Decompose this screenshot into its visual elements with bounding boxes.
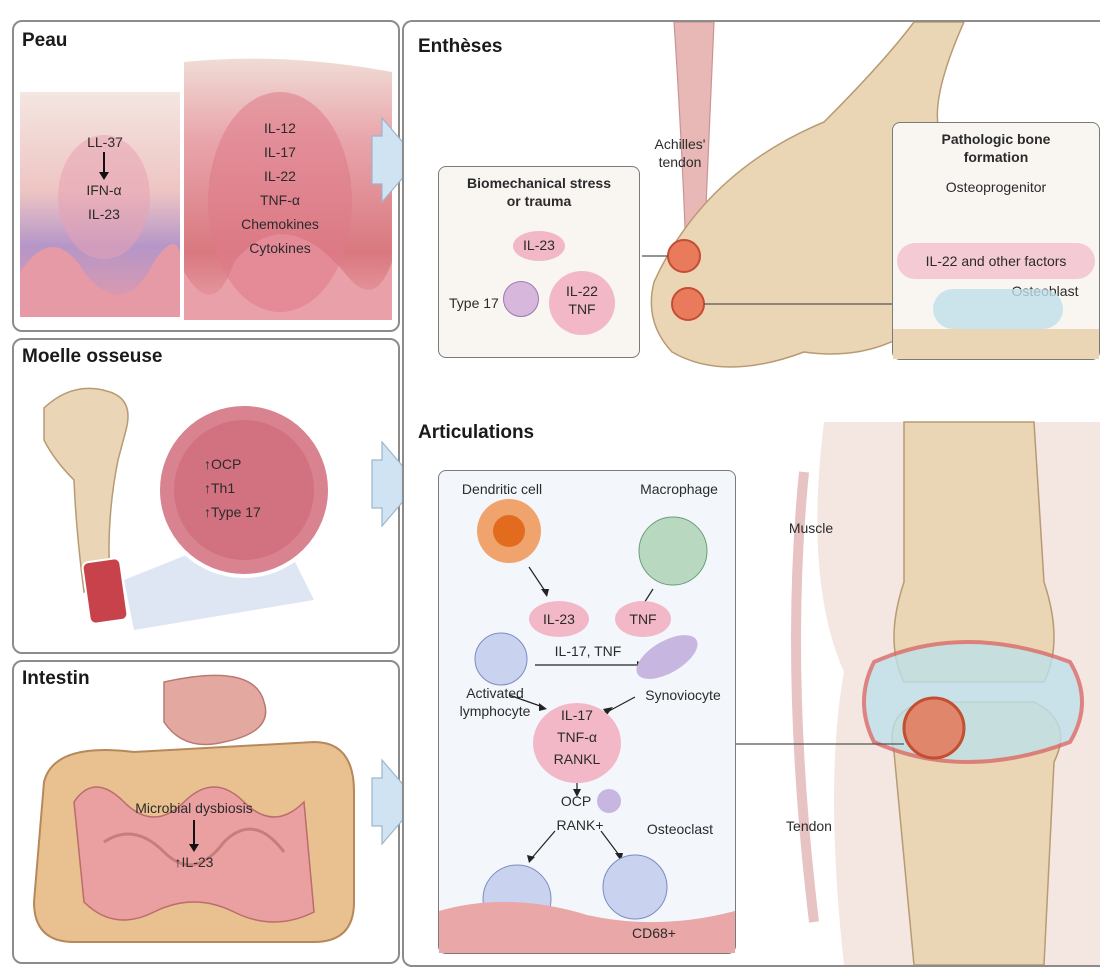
art-il17tnf: IL-17, TNF [543,643,633,661]
achilles-label: Achilles' tendon [640,136,720,171]
art-synoviocyte: Synoviocyte [633,687,733,705]
moelle-label-ocp: ↑OCP [204,456,294,474]
stress-il22tnf: IL-22 TNF [549,283,615,318]
entheses-title: Enthèses [418,36,502,58]
bone-formation-box: Pathologic bone formation Osteoprogenito… [892,122,1100,360]
peau-label-il23: IL-23 [78,206,130,224]
peau-label-il12: IL-12 [230,120,330,138]
panel-right: Enthèses Achilles' tendon Biomechanical … [402,20,1100,967]
articulations-box: Dendritic cell Macrophage IL-23 TNF IL-1… [438,470,736,954]
peau-label-tnfa: TNF-α [230,192,330,210]
peau-label-il22: IL-22 [230,168,330,186]
knee-muscle: Muscle [776,520,846,538]
art-tnf: TNF [615,611,671,629]
peau-label-cytokines: Cytokines [230,240,330,258]
peau-title: Peau [22,30,67,52]
stress-title: Biomechanical stress or trauma [439,175,639,210]
bone-factors: IL-22 and other factors [893,253,1099,271]
bone-osteoblast-cells [933,289,1063,329]
art-center-il17: IL-17 [537,707,617,725]
art-osteoclast: Osteoclast [635,821,725,839]
moelle-title: Moelle osseuse [22,346,162,368]
stress-type17: Type 17 [449,295,509,313]
skin-illustration [14,22,398,330]
moelle-label-type17: ↑Type 17 [204,504,294,522]
peau-label-ll37: LL-37 [80,134,130,152]
stress-il23: IL-23 [513,237,565,255]
art-activated: Activated lymphocyte [445,685,545,720]
knee-tendon: Tendon [774,818,844,836]
intestin-label-il23: ↑IL-23 [164,854,224,872]
art-dendritic: Dendritic cell [447,481,557,499]
art-cd68: CD68+ [619,925,689,943]
art-center-rankl: RANKL [537,751,617,769]
moelle-label-th1: ↑Th1 [204,480,294,498]
art-ocp: OCP [551,793,601,811]
panel-moelle: Moelle osseuse ↑OCP ↑Th1 ↑Type 17 [12,338,400,654]
panel-peau: Peau LL-37 IFN-α IL-23 IL-12 IL-17 IL-22… [12,20,400,332]
articulations-title: Articulations [418,422,534,444]
art-il23: IL-23 [531,611,587,629]
art-center-tnfa: TNF-α [537,729,617,747]
bone-title: Pathologic bone formation [893,131,1099,166]
panel-intestin: Intestin Microbial dysbiosis ↑IL-23 [12,660,400,964]
peau-label-ifn: IFN-α [76,182,132,200]
bone-osteoprogenitor: Osteoprogenitor [893,179,1099,197]
art-rank: RANK+ [545,817,615,835]
intestin-label-dysbiosis: Microbial dysbiosis [124,800,264,818]
art-macrophage: Macrophage [629,481,729,499]
peau-label-chemokines: Chemokines [230,216,330,234]
intestin-title: Intestin [22,668,90,690]
bone-base [893,329,1099,359]
stress-box: Biomechanical stress or trauma IL-23 Typ… [438,166,640,358]
peau-label-il17: IL-17 [230,144,330,162]
